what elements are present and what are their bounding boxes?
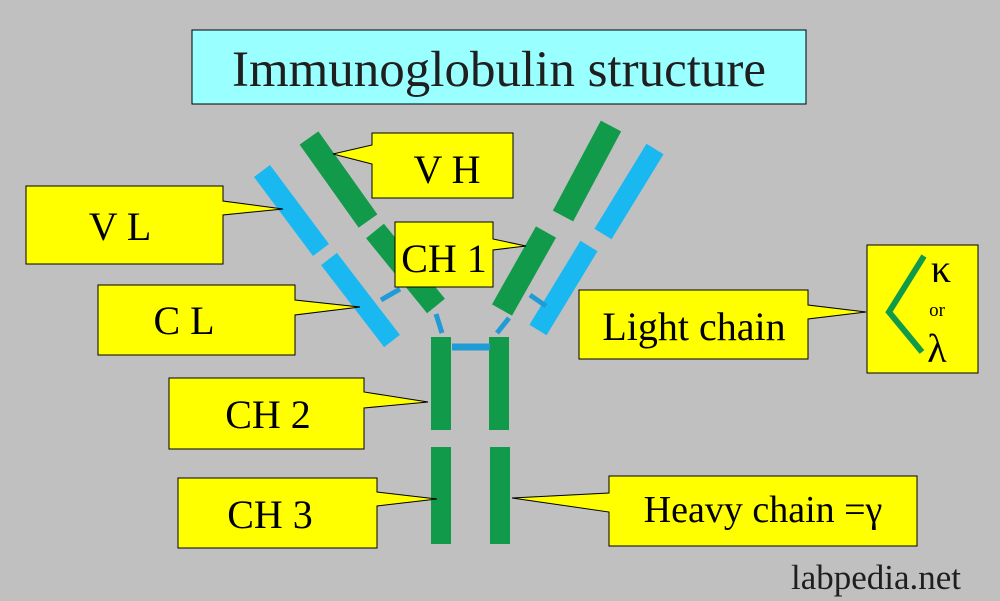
disulfide-bond-right-hinge	[495, 316, 511, 335]
heavy-chain-right-vh-segment	[552, 120, 622, 222]
bracket-icon	[885, 254, 927, 354]
callout-ch1: CH 1	[394, 221, 527, 288]
disulfide-bond-left-hinge	[433, 313, 445, 334]
light-chain-right-vl-segment	[594, 143, 664, 240]
ch1-label: CH 1	[401, 236, 487, 281]
heavy-chain-right-ch1-segment	[491, 226, 557, 316]
heavy-chain-left-vh-segment	[299, 131, 378, 228]
callout-light-chain: Light chain	[578, 289, 867, 360]
disulfide-bond-left-light-heavy	[379, 286, 402, 303]
or-text: or	[929, 300, 946, 321]
light-chain-left-vl-segment	[253, 165, 330, 256]
light-chain-right	[529, 143, 664, 336]
heavy-chain-label: Heavy chain =γ	[644, 489, 883, 531]
vl-label: V L	[89, 204, 152, 249]
callout-cl: C L	[97, 284, 361, 356]
watermark: labpedia.net	[791, 558, 961, 597]
kappa-symbol: κ	[931, 246, 951, 291]
light-chain-types-box: κ or λ	[866, 244, 979, 374]
light-chain-right-cl-segment	[529, 240, 598, 336]
callout-vh: V H	[332, 132, 514, 199]
callout-ch2: CH 2	[168, 377, 429, 450]
disulfide-bond-right-light-heavy	[528, 292, 548, 309]
cl-label: C L	[153, 298, 214, 343]
callout-heavy-chain: Heavy chain =γ	[511, 475, 918, 547]
vh-label: V H	[413, 147, 480, 192]
heavy-chain-right	[489, 120, 622, 544]
light-chain-left-cl-segment	[321, 252, 400, 348]
ch3-label: CH 3	[227, 492, 313, 537]
light-chain-label: Light chain	[602, 304, 785, 349]
callout-vl: V L	[25, 185, 284, 265]
callout-ch3: CH 3	[177, 477, 438, 549]
title-box	[191, 29, 807, 105]
lambda-symbol: λ	[927, 326, 947, 371]
diagram-title: Immunoglobulin structure	[232, 42, 766, 98]
light-chain-left	[253, 165, 400, 348]
disulfide-bonds	[379, 286, 548, 351]
ch2-label: CH 2	[225, 392, 311, 437]
